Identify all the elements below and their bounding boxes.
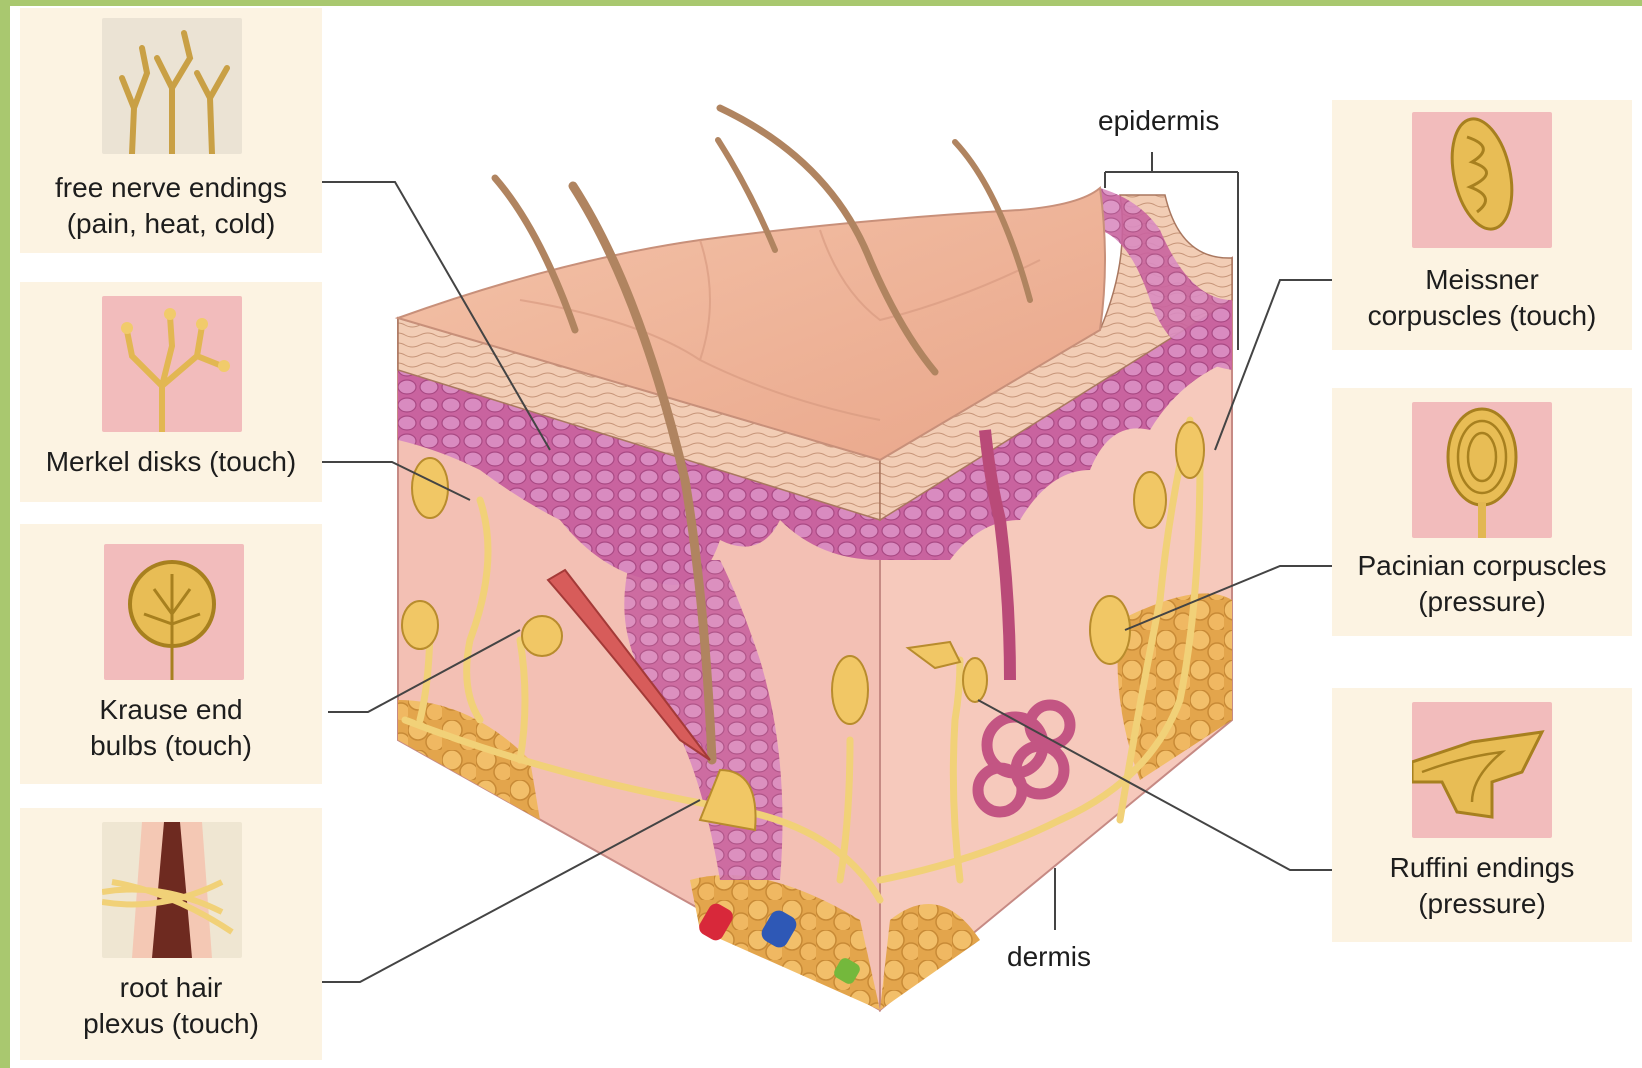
label-dermis: dermis [1007, 940, 1091, 974]
caption-merkel-disks: Merkel disks (touch) [20, 444, 322, 480]
panel-pacinian-corpuscles: Pacinian corpuscles (pressure) [1332, 388, 1632, 636]
panel-root-hair-plexus: root hair plexus (touch) [20, 808, 322, 1060]
caption-root-hair-plexus: root hair plexus (touch) [20, 970, 322, 1042]
panel-meissner-corpuscles: Meissner corpuscles (touch) [1332, 100, 1632, 350]
caption-meissner-corpuscles: Meissner corpuscles (touch) [1332, 262, 1632, 334]
pacinian-corpuscle-icon [1412, 402, 1552, 538]
caption-krause-end-bulbs: Krause end bulbs (touch) [20, 692, 322, 764]
branching-nerve-icon [102, 18, 242, 154]
meissner-corpuscle-icon [1412, 112, 1552, 248]
label-epidermis: epidermis [1098, 104, 1219, 138]
panel-ruffini-endings: Ruffini endings (pressure) [1332, 688, 1632, 942]
caption-ruffini-endings: Ruffini endings (pressure) [1332, 850, 1632, 922]
panel-krause-end-bulbs: Krause end bulbs (touch) [20, 524, 322, 784]
caption-pacinian-corpuscles: Pacinian corpuscles (pressure) [1332, 548, 1632, 620]
panel-merkel-disks: Merkel disks (touch) [20, 282, 322, 502]
ruffini-ending-icon [1412, 702, 1552, 838]
caption-free-nerve-endings: free nerve endings (pain, heat, cold) [20, 170, 322, 242]
merkel-disk-icon [102, 296, 242, 432]
panel-free-nerve-endings: free nerve endings (pain, heat, cold) [20, 8, 322, 253]
hair-plexus-icon [102, 822, 242, 958]
krause-bulb-icon [104, 544, 244, 680]
